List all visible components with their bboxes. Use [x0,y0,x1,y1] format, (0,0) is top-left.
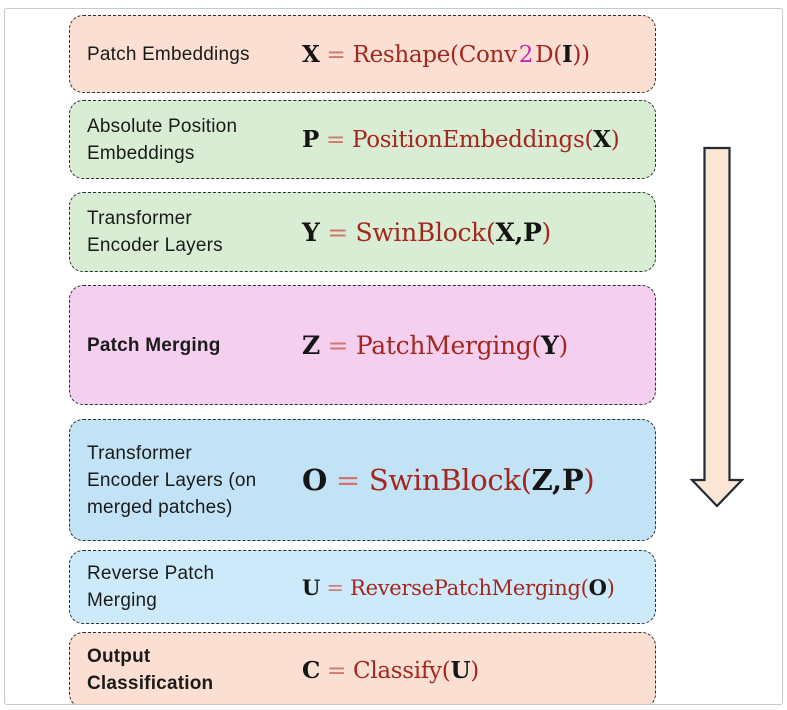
block-formula: X = Reshape(Conv2D(I)) [302,41,641,68]
formula-segment: ) [541,217,551,247]
block-formula: U = ReversePatchMerging(O) [302,575,641,600]
formula-segment: PatchMerging( [355,330,541,360]
formula-segment: = [326,463,369,497]
formula-segment: = [320,657,354,684]
formula-segment: Z [302,330,320,360]
block-label-line: Encoder Layers (on [87,469,257,491]
formula-segment: ) [558,330,569,360]
formula-segment: Reshape(Conv [352,41,518,68]
formula-segment: C [302,656,321,684]
formula-segment: = [319,330,356,360]
formula-segment: Y [540,330,559,360]
block-formula: O = SwinBlock(Z,P) [302,463,641,497]
formula-segment: D( [535,41,562,68]
block-formula: Z = PatchMerging(Y) [302,331,641,360]
block-formula: P = PositionEmbeddings(X) [302,126,641,153]
formula-segment: O [302,463,327,497]
formula-segment: P [522,217,542,247]
flow-arrow-down-icon [690,146,744,508]
block-patch-merging: Patch Merging Z = PatchMerging(Y) [69,285,656,405]
formula-segment: )) [572,41,590,68]
formula-segment: ) [606,575,615,600]
block-label-line: Embeddings [87,142,195,164]
block-label-line: Patch Embeddings [87,43,250,65]
block-label: Patch Merging [87,332,302,359]
block-patch-embeddings: Patch Embeddings X = Reshape(Conv2D(I)) [69,15,656,93]
formula-segment: P [561,463,584,497]
block-label-line: Classification [87,673,214,694]
formula-segment: = [319,41,353,68]
formula-segment: ReversePatchMerging( [350,575,589,600]
formula-segment: ) [610,127,620,153]
formula-segment: Y [302,217,320,247]
formula-segment: ) [470,657,479,684]
formula-segment: U [450,656,471,684]
block-label-line: Patch Merging [87,334,221,356]
formula-segment: , [514,217,524,247]
formula-segment: X [593,126,611,153]
formula-segment: P [302,126,319,153]
formula-segment: SwinBlock( [355,217,496,247]
formula-segment: SwinBlock( [368,463,532,497]
formula-segment: 2 [518,41,534,68]
formula-segment: I [561,40,573,68]
block-formula: C = Classify(U) [302,657,641,684]
formula-segment: O [588,574,607,600]
formula-segment: Z [531,463,553,497]
formula-segment: = [320,575,351,600]
block-label-line: Reverse Patch [87,563,215,584]
block-label-line: Output [87,646,151,667]
formula-segment: X [302,40,320,68]
formula-segment: , [552,463,562,497]
block-label-line: Transformer [87,442,192,464]
block-label-line: Encoder Layers [87,235,223,256]
formula-segment: = [319,217,356,247]
formula-segment: = [319,127,352,153]
block-label: Patch Embeddings [87,41,302,68]
block-label-line: Absolute Position [87,115,238,137]
block-label-line: Merging [87,590,158,611]
block-label-line: merged patches) [87,496,233,518]
formula-segment: Classify( [353,657,451,684]
formula-segment: ) [583,463,595,497]
block-formula: Y = SwinBlock(X,P) [302,218,641,247]
block-label-line: Transformer [87,208,192,229]
formula-segment: U [302,574,321,600]
formula-segment: PositionEmbeddings( [352,127,594,153]
formula-segment: X [495,217,515,247]
